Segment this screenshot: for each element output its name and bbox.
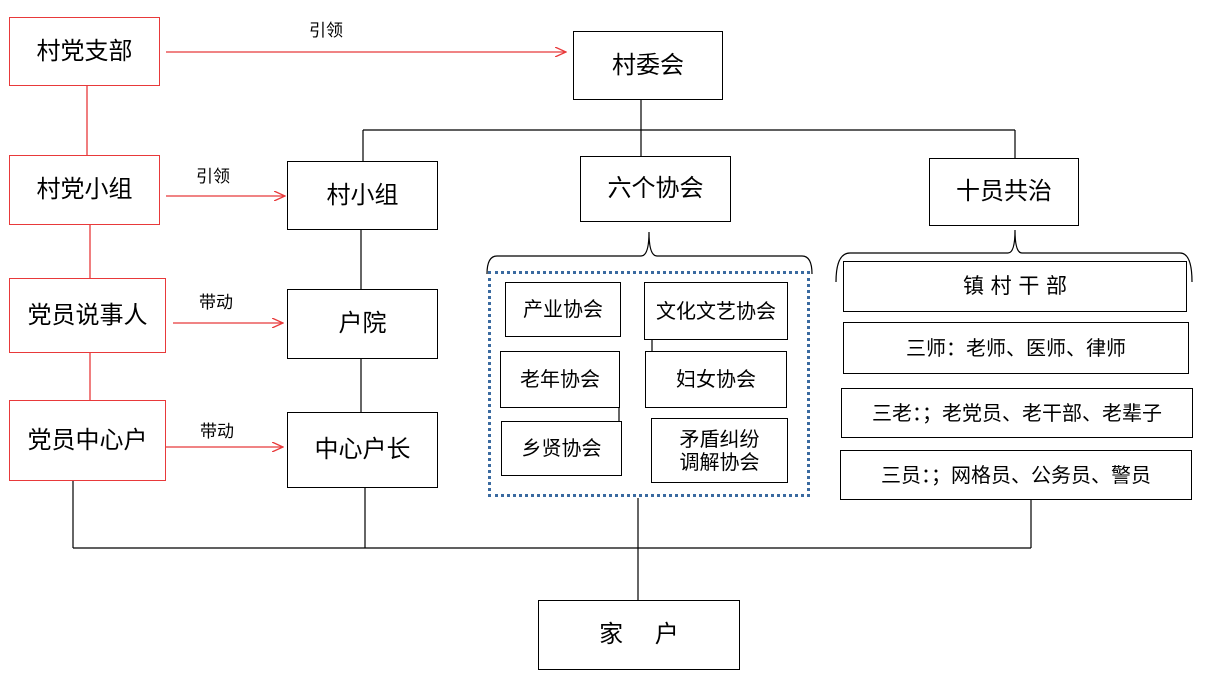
courtyard-box: 户院 [287,289,438,359]
village-party-group-box: 村党小组 [9,155,160,225]
central-household-head-box: 中心户长 [287,412,438,488]
village-party-branch-box: 村党支部 [9,17,160,86]
lead-label-1: 引领 [309,21,343,41]
association-culture-art: 文化文艺协会 [644,282,788,340]
village-committee-box: 村委会 [573,31,723,100]
three-teachers-box: 三师：老师、医师、律师 [843,322,1189,374]
town-village-cadres-box: 镇 村 干 部 [843,261,1187,312]
household-box: 家 户 [538,600,740,670]
party-speaker-box: 党员说事人 [9,278,166,353]
association-dispute-mediation: 矛盾纠纷 调解协会 [651,418,788,483]
three-elders-box: 三老：；老党员、老干部、老辈子 [841,388,1193,438]
three-members-box: 三员：；网格员、公务员、警员 [840,450,1192,500]
association-women: 妇女协会 [645,351,787,408]
drive-label-2: 带动 [200,422,234,442]
associations-group [488,271,810,497]
ten-members-box: 十员共治 [929,158,1079,226]
lead-label-2: 引领 [196,167,230,187]
drive-label-1: 带动 [199,293,233,313]
party-central-household-box: 党员中心户 [9,400,166,481]
association-elderly: 老年协会 [500,351,620,408]
association-sages: 乡贤协会 [501,421,622,476]
association-industry: 产业协会 [505,282,621,337]
village-group-box: 村小组 [287,161,438,230]
six-associations-box: 六个协会 [580,156,731,222]
